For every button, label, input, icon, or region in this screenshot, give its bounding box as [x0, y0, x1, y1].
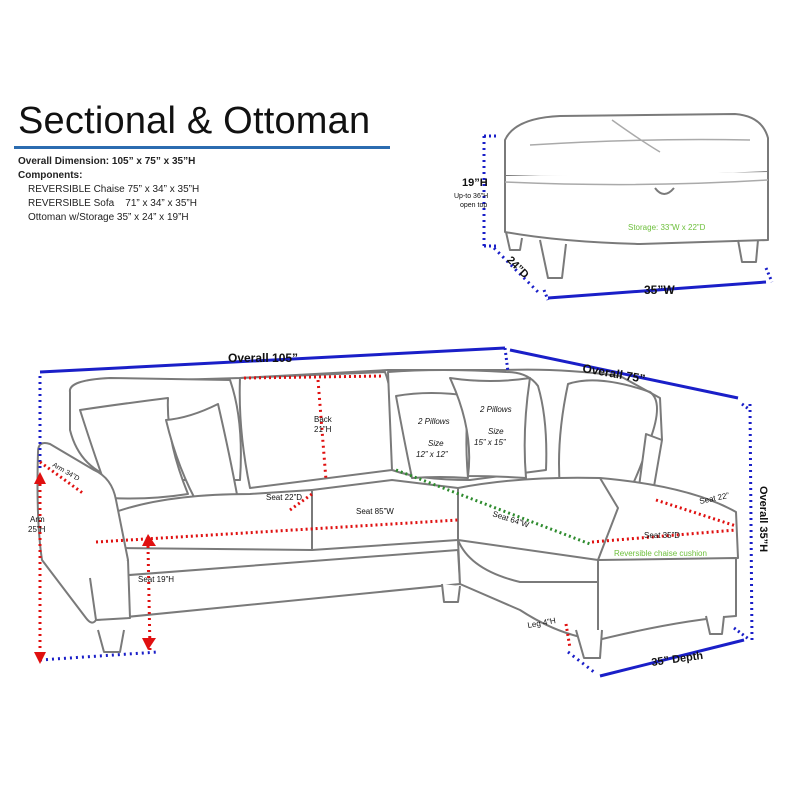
sectional-drawing — [36, 368, 739, 659]
ottoman-height-note-2: open top — [460, 202, 487, 209]
spec-list: Overall Dimension: 105” x 75” x 35”H Com… — [18, 155, 199, 225]
pillows-b-size-label: Size — [488, 427, 504, 436]
component-chaise: REVERSIBLE Chaise 75” x 34” x 35”H — [28, 184, 200, 195]
seat-depth-label: Seat 22”D — [266, 493, 302, 502]
ottoman-dimension-lines — [482, 134, 774, 301]
pillows-b-size-value: 15” x 15” — [474, 438, 506, 447]
overall-height-label: Overall 35”H — [757, 486, 769, 552]
ottoman-width-label: 35”W — [644, 283, 675, 297]
ottoman-storage-label: Storage: 33”W x 22”D — [628, 223, 706, 232]
pillows-b-label: 2 Pillows — [479, 405, 512, 414]
seat-height-label: Seat 19”H — [138, 575, 174, 584]
ottoman-depth-label: 24”D — [504, 254, 531, 281]
seat-width-label: Seat 85”W — [356, 507, 394, 516]
arm-height-label: Arm — [30, 515, 45, 524]
component-ottoman: Ottoman w/Storage 35” x 24” x 19”H — [28, 212, 189, 223]
chaise-cushion-label: Reversible chaise cushion — [614, 549, 707, 558]
components-heading: Components: — [18, 170, 83, 181]
back-label: Back — [314, 415, 333, 424]
pillows-a-size-label: Size — [428, 439, 444, 448]
chaise-seat-depth-label: Seat 35”D — [644, 531, 680, 540]
dimension-arrows — [34, 472, 156, 664]
page-title: Sectional & Ottoman — [18, 100, 371, 142]
ottoman-height-note-1: Up-to 36”H — [454, 193, 488, 200]
ottoman-height-label: 19”H — [462, 177, 488, 189]
sectional-blue-dimensions — [38, 346, 754, 678]
arm-height-value: 25”H — [28, 525, 46, 534]
ottoman-drawing — [504, 113, 769, 279]
pillows-a-size-value: 12” x 12” — [416, 450, 448, 459]
overall-dimension: Overall Dimension: 105” x 75” x 35”H — [18, 156, 196, 167]
sectional-red-dimensions — [38, 374, 737, 658]
back-height-label: 21”H — [314, 425, 332, 434]
title-underline — [14, 146, 390, 149]
overall-width-label: Overall 105” — [228, 351, 298, 365]
pillows-a-label: 2 Pillows — [417, 417, 450, 426]
chaise-depth-label: 35” Depth — [651, 650, 704, 669]
component-sofa: REVERSIBLE Sofa 71” x 34” x 35”H — [28, 198, 197, 209]
